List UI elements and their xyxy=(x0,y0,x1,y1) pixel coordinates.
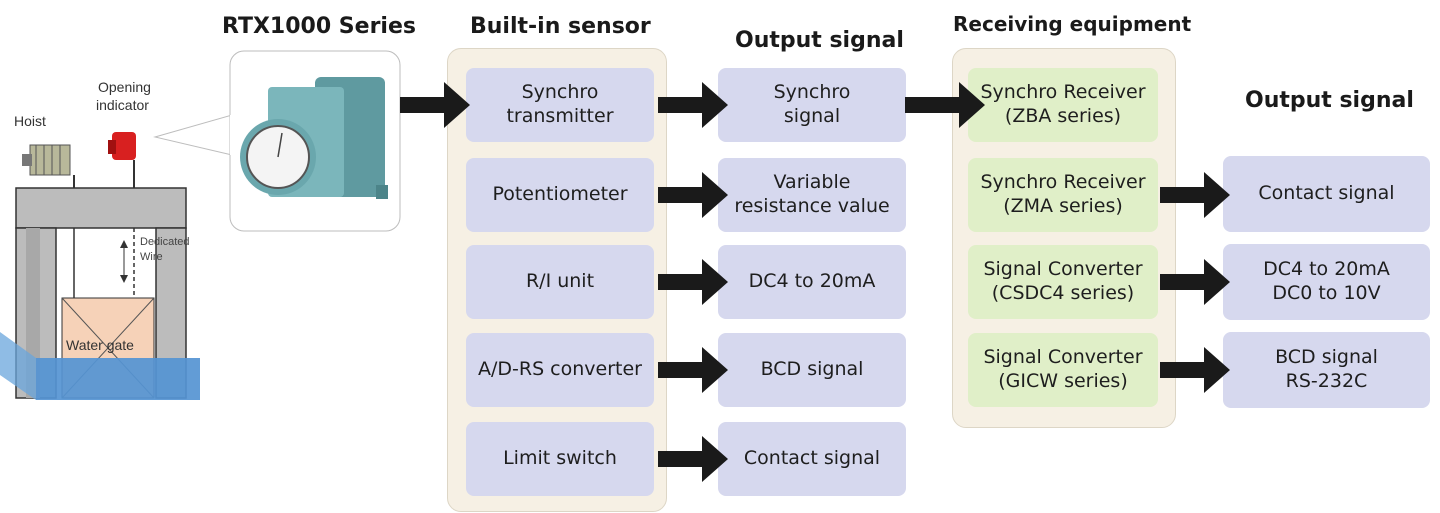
converter-gicw: Signal Converter (GICW series) xyxy=(968,333,1158,407)
receiving-equipment-heading: Receiving equipment xyxy=(953,12,1192,36)
receiver-zba: Synchro Receiver (ZBA series) xyxy=(968,68,1158,142)
output-bcd-signal: BCD signal xyxy=(718,333,906,407)
water-gate-illustration: Hoist Opening indicator Dedicated Wire W… xyxy=(0,79,200,400)
rtx1000-device-icon xyxy=(240,77,388,199)
dedicated-wire-label-1: Dedicated xyxy=(140,236,190,248)
output-variable-resistance: Variable resistance value xyxy=(718,158,906,232)
arrow-sensor-to-output-4 xyxy=(658,347,728,393)
device-callout xyxy=(153,50,401,232)
arrow-receiver-to-final-2 xyxy=(1160,259,1230,305)
opening-indicator-label-1: Opening xyxy=(98,79,151,95)
device-heading: RTX1000 Series xyxy=(222,14,416,39)
final-output-dc-signals: DC4 to 20mA DC0 to 10V xyxy=(1223,244,1430,320)
opening-indicator-icon xyxy=(108,132,136,160)
sensor-synchro-transmitter: Synchro transmitter xyxy=(466,68,654,142)
arrow-sensor-to-output-1 xyxy=(658,82,728,128)
sensor-ad-rs-converter: A/D-RS converter xyxy=(466,333,654,407)
builtin-sensor-heading: Built-in sensor xyxy=(470,14,651,39)
output-contact-signal: Contact signal xyxy=(718,422,906,496)
arrow-sensor-to-output-2 xyxy=(658,172,728,218)
final-output-contact-signal: Contact signal xyxy=(1223,156,1430,232)
hoist-icon xyxy=(22,144,71,176)
converter-csdc4: Signal Converter (CSDC4 series) xyxy=(968,245,1158,319)
opening-indicator-label-2: indicator xyxy=(96,97,149,113)
sensor-limit-switch: Limit switch xyxy=(466,422,654,496)
water-gate-label: Water gate xyxy=(66,337,134,353)
sensor-ri-unit: R/I unit xyxy=(466,245,654,319)
final-output-signal-heading: Output signal xyxy=(1245,88,1414,113)
receiver-zma: Synchro Receiver (ZMA series) xyxy=(968,158,1158,232)
hoist-label: Hoist xyxy=(14,113,46,129)
output-synchro-signal: Synchro signal xyxy=(718,68,906,142)
arrow-device-to-sensor xyxy=(400,82,470,128)
arrow-receiver-to-final-1 xyxy=(1160,172,1230,218)
final-output-bcd-rs232c: BCD signal RS-232C xyxy=(1223,332,1430,408)
sensor-potentiometer: Potentiometer xyxy=(466,158,654,232)
dedicated-wire-label-2: Wire xyxy=(140,251,163,263)
output-dc4-20ma: DC4 to 20mA xyxy=(718,245,906,319)
arrow-sensor-to-output-3 xyxy=(658,259,728,305)
arrow-output-to-receiver xyxy=(905,82,985,128)
arrow-receiver-to-final-3 xyxy=(1160,347,1230,393)
arrow-sensor-to-output-5 xyxy=(658,436,728,482)
output-signal-heading: Output signal xyxy=(735,28,904,53)
